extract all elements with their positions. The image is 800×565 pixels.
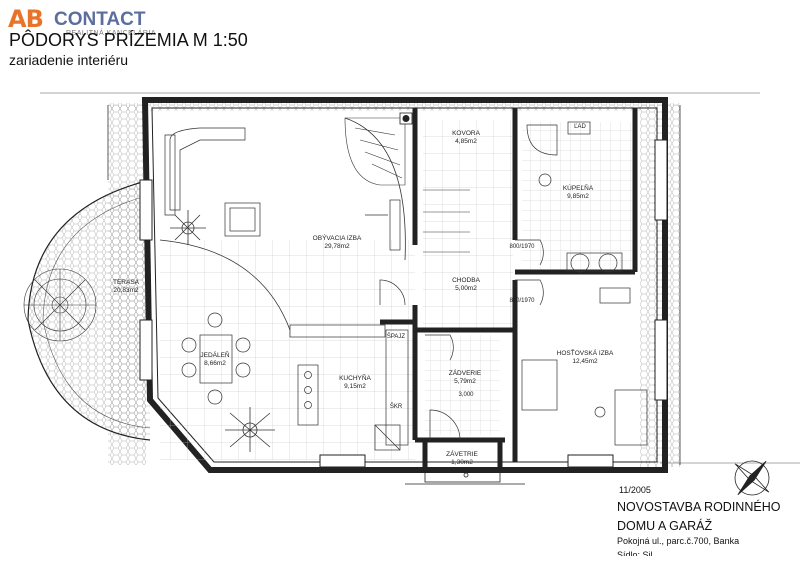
drawing-date: 11/2005 <box>619 485 651 495</box>
dining-table <box>181 312 251 405</box>
room-name: OBÝVACIA IZBA <box>313 233 362 242</box>
room-area: 5,79m2 <box>454 378 476 385</box>
room-name: KÚPEĽŇA <box>563 183 594 192</box>
drawing-subtitle: zariadenie interiéru <box>9 52 129 68</box>
room-area: 1,30m2 <box>451 459 473 466</box>
room-area: 4,85m2 <box>455 138 477 145</box>
plant-icon <box>170 210 206 245</box>
fixture-labels: ĽAD ŠPAJZ ŠKR <box>387 124 587 410</box>
entrance-canopy <box>405 469 525 485</box>
bathroom-fixtures <box>526 121 623 273</box>
living-room-furniture <box>164 127 401 251</box>
logo-tagline: REALITNÁ KANCELÁRIA <box>66 30 157 37</box>
room-name: HOSŤOVSKÁ IZBA <box>557 348 614 357</box>
title-block: 11/2005 NOVOSTAVBA RODINNÉHO DOMU A GARÁ… <box>617 485 800 556</box>
room-area: 20,83m2 <box>113 287 139 294</box>
project-name-line2: DOMU A GARÁŽ <box>617 519 713 533</box>
staircase <box>344 117 470 253</box>
hall-floor-tiles <box>423 120 513 330</box>
room-area: 29,78m2 <box>324 243 350 250</box>
stove-icon <box>399 112 413 125</box>
project-name-line1: NOVOSTAVBA RODINNÉHO <box>617 500 781 514</box>
room-name: ZÁVETRIE <box>446 449 478 458</box>
door-size-label: 800/1970 <box>509 244 535 250</box>
fixture-label: ŠPAJZ <box>387 333 406 340</box>
door-labels: 800/1970 800/1970 3,000 <box>458 244 535 398</box>
terrace-area <box>23 179 151 441</box>
kitchen-floor-tiles <box>160 320 415 460</box>
guest-room-furniture <box>521 287 648 446</box>
door-size-label: 800/1970 <box>509 298 535 304</box>
plant-icon <box>225 407 275 452</box>
drawing-title: PÔDORYS PRÍZEMIA M 1:50 <box>9 30 248 50</box>
kitchen-counters <box>289 324 409 451</box>
project-address: Pokojná ul., parc.č.700, Banka <box>617 536 740 546</box>
vestibule-floor-tiles <box>425 335 500 435</box>
company-logo: AB CONTACT REALITNÁ KANCELÁRIA <box>8 6 158 40</box>
room-area: 5,00m2 <box>455 285 477 292</box>
room-name: ZÁDVERIE <box>449 368 482 377</box>
dining-floor-tiles <box>160 240 415 320</box>
room-labels: OBÝVACIA IZBA 29,78m2 KOVORA 4,85m2 KÚPE… <box>113 130 614 466</box>
fixture-label: ŠKR <box>390 403 403 410</box>
doors <box>379 239 544 441</box>
logo-name: CONTACT <box>54 9 146 30</box>
dimension-lines <box>40 92 800 464</box>
fixture-label: ĽAD <box>574 124 586 130</box>
room-name: CHODBA <box>452 277 480 284</box>
cut-off-line: Sídlo: Sil... <box>617 550 661 556</box>
room-name: KUCHYŇA <box>339 373 371 382</box>
room-name: KOVORA <box>452 130 480 137</box>
room-name: JEDÁLEŇ <box>200 350 230 359</box>
terrace-table-umbrella <box>23 268 97 342</box>
room-name: TERASA <box>113 279 140 286</box>
room-area: 12,45m2 <box>572 358 598 365</box>
door-size-label: 3,000 <box>458 392 474 398</box>
room-area: 9,15m2 <box>344 383 366 390</box>
windows <box>139 139 668 468</box>
room-area: 8,66m2 <box>204 360 226 367</box>
logo-mark: AB <box>8 5 44 33</box>
bathroom-floor-tiles <box>522 122 632 272</box>
north-arrow-icon <box>734 460 770 496</box>
room-area: 9,85m2 <box>567 193 589 200</box>
